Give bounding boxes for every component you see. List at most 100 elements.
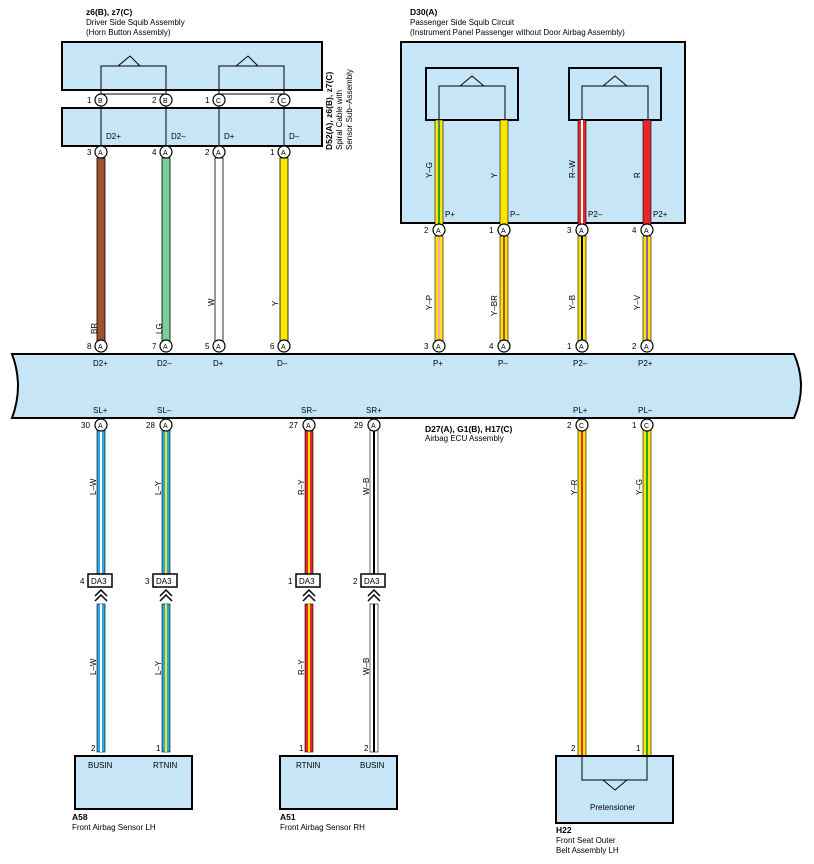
ecu-top-labels: D2+ D2– D+ D– P+ P– P2– P2+ [93, 359, 653, 368]
pin-number: 1 [270, 148, 275, 157]
svg-text:DA3: DA3 [156, 577, 172, 586]
ecu-code: D27(A), G1(B), H17(C) [425, 424, 513, 434]
svg-text:1: 1 [288, 577, 293, 586]
svg-text:A: A [436, 344, 441, 351]
passenger-squib-element-1 [425, 67, 519, 121]
pin-number: 2 [270, 96, 275, 105]
spiral-pin-label: D2– [171, 132, 186, 141]
wire-color-label: Y–V [633, 294, 642, 310]
sensor-lh-code: A58 [72, 812, 88, 822]
sensor-rh-name: Front Airbag Sensor RH [280, 823, 365, 832]
svg-text:1: 1 [632, 421, 637, 430]
front-airbag-sensor-rh-box [279, 755, 398, 810]
wire-color-label: Y [271, 300, 280, 306]
svg-text:A: A [579, 228, 584, 235]
pin-number: 1 [205, 96, 210, 105]
svg-text:2: 2 [353, 577, 358, 586]
pretensioner-code: H22 [556, 825, 572, 835]
sensor-terminal-label: BUSIN [360, 761, 385, 770]
sensor-rh-code: A51 [280, 812, 296, 822]
pretensioner-subname: Belt Assembly LH [556, 846, 619, 855]
svg-text:DA3: DA3 [91, 577, 107, 586]
pin-connector: B [98, 98, 103, 105]
wire-color-label: R–Y [297, 659, 306, 675]
wire-color-label: W [207, 298, 216, 306]
wire-color-label: W–B [362, 478, 371, 495]
passenger-pin-label: P2+ [653, 210, 668, 219]
svg-text:A: A [501, 228, 506, 235]
svg-text:1: 1 [156, 744, 161, 753]
driver-squib-element-1 [100, 55, 167, 95]
ecu-bottom-labels: SL+ SL– SR– SR+ PL+ PL– [93, 406, 653, 415]
svg-text:A: A [371, 423, 376, 430]
svg-text:PL+: PL+ [573, 406, 588, 415]
svg-text:A: A [98, 423, 103, 430]
da3-connector: 4 DA3 [80, 573, 113, 602]
svg-text:A: A [216, 150, 221, 157]
svg-text:2: 2 [632, 342, 637, 351]
driver-wires [96, 157, 289, 343]
svg-text:A: A [644, 228, 649, 235]
svg-text:6: 6 [270, 342, 275, 351]
spiral-pins: 3 4 2 1 [87, 148, 275, 157]
wire-color-label: Y–P [425, 295, 434, 310]
wire-color-label: L–Y [154, 480, 163, 495]
svg-text:P+: P+ [433, 359, 443, 368]
spiral-cable-box [61, 107, 323, 147]
pin-number: 2 [152, 96, 157, 105]
pin-connector: C [216, 98, 221, 105]
svg-text:4: 4 [632, 226, 637, 235]
svg-text:7: 7 [152, 342, 157, 351]
pin-number: 2 [205, 148, 210, 157]
svg-text:1: 1 [489, 226, 494, 235]
passenger-pin-label: P– [510, 210, 520, 219]
svg-text:D–: D– [277, 359, 288, 368]
svg-text:28: 28 [146, 421, 155, 430]
wire-color-label: Y–G [425, 162, 434, 178]
front-airbag-sensor-lh-box [74, 755, 193, 810]
svg-text:A: A [306, 423, 311, 430]
wire-color-label: Y–G [635, 479, 644, 495]
svg-text:27: 27 [289, 421, 298, 430]
svg-text:Sensor Sub–Assembly: Sensor Sub–Assembly [345, 69, 354, 150]
svg-text:A: A [501, 344, 506, 351]
svg-text:A: A [216, 344, 221, 351]
svg-text:3: 3 [567, 226, 572, 235]
svg-text:A: A [281, 344, 286, 351]
svg-text:P–: P– [498, 359, 508, 368]
sensor-terminal-label: BUSIN [88, 761, 113, 770]
svg-text:2: 2 [571, 744, 576, 753]
wire-color-label: Y–B [568, 295, 577, 310]
driver-squib-pins: 1 B 2 B 1 C 2 C [87, 93, 291, 107]
svg-text:PL–: PL– [638, 406, 653, 415]
spiral-pin-label: D+ [224, 132, 235, 141]
sensor-terminal-label: RTNIN [153, 761, 178, 770]
svg-text:A: A [436, 228, 441, 235]
wire-color-label: BR [90, 323, 99, 334]
svg-text:C: C [644, 423, 649, 430]
passenger-squib-name: Passenger Side Squib Circuit [410, 18, 515, 27]
wire-color-label: Y [490, 172, 499, 178]
pin-connector: B [163, 98, 168, 105]
svg-text:1: 1 [299, 744, 304, 753]
svg-text:3: 3 [424, 342, 429, 351]
ecu-top-pins: 8 A 7 A 5 A 6 A 3 A 4 A 1 A 2 A [87, 339, 654, 353]
svg-text:1: 1 [567, 342, 572, 351]
svg-text:2: 2 [91, 744, 96, 753]
svg-text:5: 5 [205, 342, 210, 351]
svg-text:SR+: SR+ [366, 406, 382, 415]
driver-squib-element-2 [218, 55, 285, 95]
svg-text:1: 1 [636, 744, 641, 753]
svg-text:4: 4 [80, 577, 85, 586]
svg-text:A: A [281, 150, 286, 157]
pin-number: 3 [87, 148, 92, 157]
junction-connectors: 4 DA3 3 DA3 1 DA3 2 DA3 [80, 573, 386, 602]
passenger-wires [434, 235, 652, 343]
svg-text:D52(A), z6(B), z7(C): D52(A), z6(B), z7(C) [324, 71, 334, 150]
svg-text:A: A [163, 423, 168, 430]
svg-text:2: 2 [364, 744, 369, 753]
svg-text:D2+: D2+ [93, 359, 108, 368]
svg-text:30: 30 [81, 421, 90, 430]
svg-text:A: A [579, 344, 584, 351]
wire-color-label: R–Y [297, 479, 306, 495]
